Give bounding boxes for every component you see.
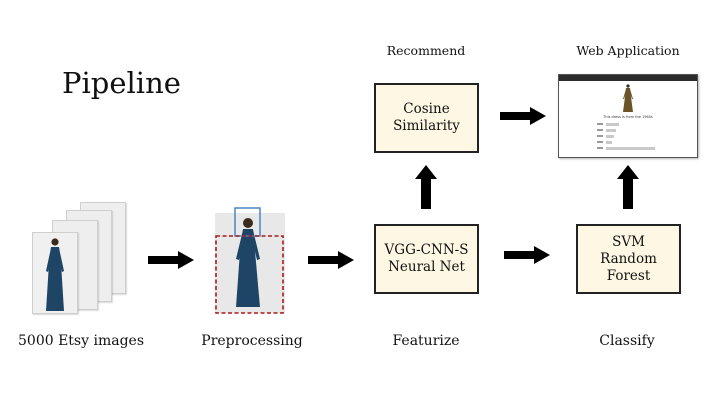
right-arrow-icon — [308, 251, 354, 269]
featurize-caption: Featurize — [392, 333, 460, 349]
web-app-bar — [606, 135, 615, 138]
web-app-caption: This dress is from the 1960s — [603, 115, 653, 119]
dress-photo — [32, 232, 78, 314]
web-app-bar — [606, 141, 612, 144]
web-app-screenshot: This dress is from the 1960s — [558, 74, 698, 158]
web-app-bar-label — [597, 129, 603, 131]
recommend-line-1: Cosine — [403, 101, 450, 117]
web-app-bar — [606, 129, 616, 132]
web-app-navbar — [559, 75, 697, 81]
recommend-label: Recommend — [386, 43, 466, 58]
featurize-line-1: VGG-CNN-S — [384, 242, 469, 258]
featurize-line-2: Neural Net — [388, 259, 465, 275]
input-image-stack — [28, 198, 132, 314]
classify-line-2: Random Forest — [600, 250, 657, 284]
up-arrow-icon — [617, 165, 639, 209]
classify-caption: Classify — [599, 333, 655, 349]
recommend-box: Cosine Similarity — [374, 83, 479, 153]
preprocess-caption: Preprocessing — [201, 333, 303, 349]
classify-box: SVM Random Forest — [576, 224, 681, 294]
right-arrow-icon — [148, 251, 194, 269]
recommend-line-2: Similarity — [393, 118, 460, 134]
web-app-bar-label — [597, 141, 603, 143]
up-arrow-icon — [415, 165, 437, 209]
web-app-bar-label — [597, 123, 603, 125]
preprocessed-image — [215, 207, 285, 315]
web-app-dress-image — [623, 84, 633, 112]
web-app-bar-label — [597, 147, 603, 149]
classify-line-1: SVM — [612, 233, 645, 250]
web-app-bar — [606, 123, 620, 126]
web-app-bar-label — [597, 135, 603, 137]
right-arrow-icon — [500, 107, 546, 125]
web-app-bar — [606, 147, 656, 150]
input-caption: 5000 Etsy images — [18, 333, 144, 349]
web-app-label: Web Application — [576, 43, 680, 58]
featurize-box: VGG-CNN-S Neural Net — [374, 224, 479, 294]
page-title: Pipeline — [62, 66, 181, 100]
right-arrow-icon — [504, 246, 550, 264]
